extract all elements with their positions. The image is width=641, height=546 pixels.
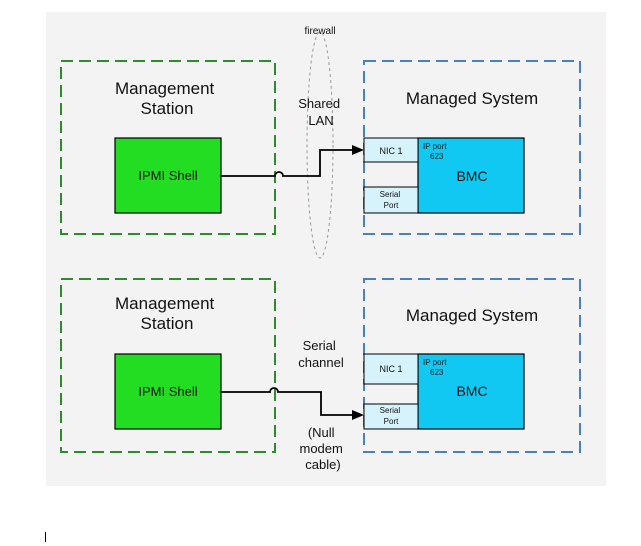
top-bmc-box <box>417 137 525 214</box>
top-scenario: Management Station IPMI Shell firewall S… <box>60 26 581 259</box>
serial-channel-label: Serial channel <box>298 338 344 370</box>
top-ip-port-label: IP port 623 <box>423 142 449 161</box>
top-system-title: Managed System <box>406 89 538 108</box>
top-serial-port-label: Serial Port <box>380 190 403 210</box>
top-bmc-label: BMC <box>456 168 487 184</box>
bottom-ipmi-shell-label: IPMI Shell <box>138 384 197 399</box>
bottom-nic-port-box <box>363 353 419 385</box>
bottom-scenario: Management Station IPMI Shell Serial cha… <box>60 278 581 472</box>
bottom-ipmi-shell-box <box>114 353 222 430</box>
firewall-ellipse <box>306 31 334 259</box>
bottom-nic-label: NIC 1 <box>379 364 402 374</box>
bottom-management-station-box <box>60 278 276 453</box>
top-nic-port-box <box>363 137 419 163</box>
top-lan-arrowhead <box>352 145 364 155</box>
top-lan-connection-line <box>221 149 352 177</box>
bottom-bmc-box <box>417 353 525 430</box>
top-ipmi-shell-label: IPMI Shell <box>138 168 197 183</box>
bottom-serial-arrowhead <box>352 410 364 420</box>
bottom-serial-port-box <box>363 403 419 430</box>
top-station-title: Management Station <box>115 79 219 118</box>
bottom-serial-port-label: Serial Port <box>380 406 403 426</box>
top-serial-port-box <box>363 186 419 214</box>
top-nic-label: NIC 1 <box>379 146 402 156</box>
bottom-ip-port-label: IP port 623 <box>423 358 449 377</box>
bottom-station-title: Management Station <box>115 294 219 333</box>
bottom-serial-connection-line <box>221 387 352 416</box>
bottom-bmc-label: BMC <box>456 383 487 399</box>
firewall-label: firewall <box>304 26 335 37</box>
top-ipmi-shell-box <box>114 137 222 214</box>
shared-lan-label: Shared LAN <box>298 96 344 128</box>
null-modem-cable-label: (Null modem cable) <box>300 425 347 472</box>
bottom-system-title: Managed System <box>406 306 538 325</box>
top-management-station-box <box>60 60 276 235</box>
page-margin-mark <box>45 532 46 542</box>
